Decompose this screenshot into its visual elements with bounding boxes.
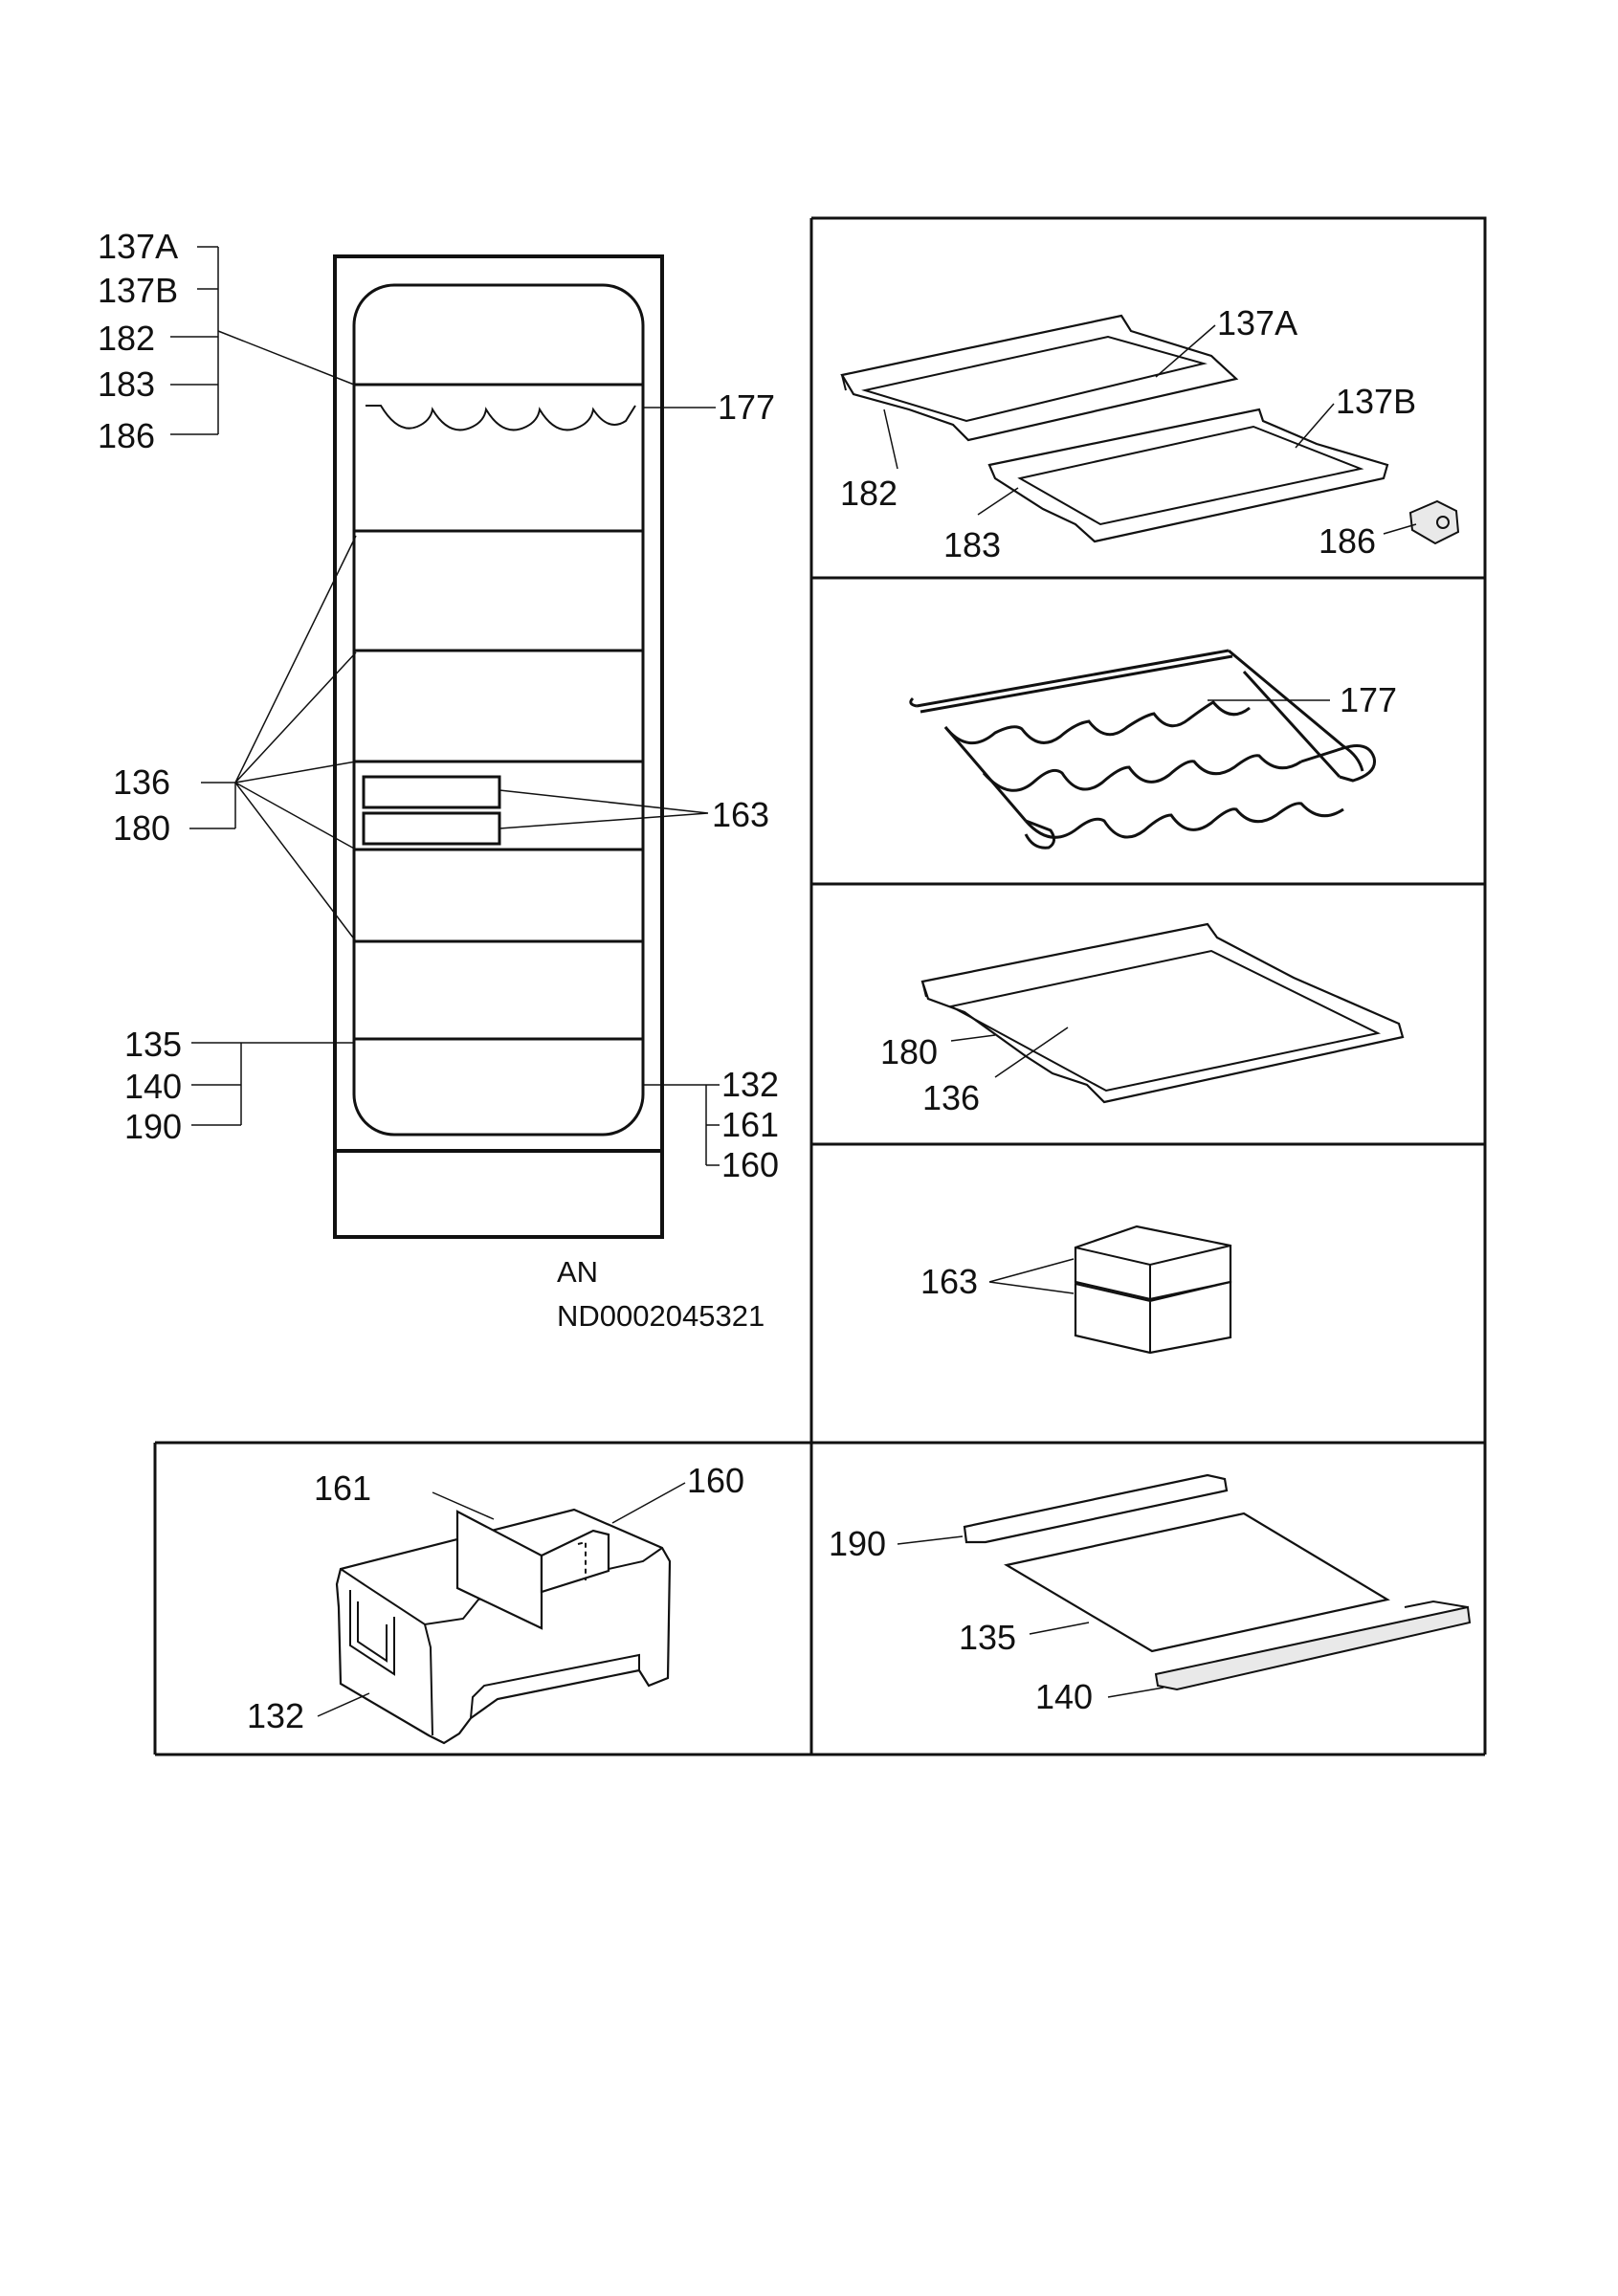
label-135: 135 <box>959 1618 1016 1657</box>
panel-glass-shelf: 180 136 <box>880 922 1405 1117</box>
label-161-overview: 161 <box>721 1105 779 1144</box>
document-code-an: AN <box>557 1255 598 1289</box>
label-177: 177 <box>1340 680 1397 719</box>
label-190: 190 <box>829 1524 886 1563</box>
divider-160 <box>540 1529 610 1594</box>
callout-136-180-overview: 136 180 <box>113 535 357 942</box>
label-132: 132 <box>247 1696 304 1735</box>
document-code-number: ND0002045321 <box>557 1299 765 1333</box>
label-183: 183 <box>943 525 1001 564</box>
label-163: 163 <box>920 1262 978 1301</box>
label-136-overview: 136 <box>113 762 170 802</box>
panel-crisper: 161 160 132 <box>247 1461 744 1745</box>
cabinet-inner-liner <box>352 283 645 1137</box>
label-180-overview: 180 <box>113 808 170 848</box>
panel-boxes: 163 <box>920 1225 1232 1355</box>
shelf-137a-drawing <box>840 314 1239 442</box>
divider-161 <box>455 1510 543 1630</box>
label-137b: 137B <box>1336 382 1416 421</box>
panel-frames <box>153 216 1487 1756</box>
label-190-overview: 190 <box>124 1107 182 1146</box>
strip-190-drawing <box>963 1473 1229 1544</box>
glass-shelf-drawing <box>920 922 1405 1104</box>
bracket-bottom-right: 132 161 160 <box>643 1065 779 1184</box>
panel-wine-rack: 177 <box>909 649 1397 850</box>
box-163-upper <box>1074 1225 1232 1301</box>
label-180: 180 <box>880 1032 938 1071</box>
bracket-bottom-left: 135 140 190 <box>124 1025 354 1146</box>
storage-box-upper <box>362 775 501 809</box>
label-186-overview: 186 <box>98 416 155 455</box>
label-163-overview: 163 <box>712 795 769 834</box>
label-137a: 137A <box>1217 303 1297 342</box>
grid-140-drawing <box>1154 1605 1472 1691</box>
glass-plate-135-drawing <box>1004 1512 1390 1653</box>
label-182: 182 <box>840 474 898 513</box>
label-182-overview: 182 <box>98 319 155 358</box>
cabinet-outline <box>333 254 664 1239</box>
label-161: 161 <box>314 1468 371 1508</box>
label-186: 186 <box>1319 521 1376 561</box>
label-140-overview: 140 <box>124 1067 182 1106</box>
label-140: 140 <box>1035 1677 1093 1716</box>
callout-163-overview: 163 <box>499 789 769 834</box>
part-186-drawing <box>1408 499 1460 545</box>
wine-rack-drawing <box>916 649 1230 708</box>
label-160-overview: 160 <box>721 1145 779 1184</box>
label-136: 136 <box>922 1078 980 1117</box>
label-135-overview: 135 <box>124 1025 182 1064</box>
label-183-overview: 183 <box>98 364 155 404</box>
storage-box-lower <box>362 811 501 846</box>
refrigerator-overview: 137A 137B 182 183 186 177 136 180 163 13 <box>98 227 779 1333</box>
label-160: 160 <box>687 1461 744 1500</box>
label-137a-overview: 137A <box>98 227 178 266</box>
label-177-overview: 177 <box>718 387 775 427</box>
label-137b-overview: 137B <box>98 271 178 310</box>
panel-shelves: 137A 137B 182 183 186 <box>840 303 1460 564</box>
shelf-137b-drawing <box>987 408 1389 543</box>
panel-bottom-shelf: 190 135 140 <box>829 1473 1472 1716</box>
wine-rack-outline <box>366 405 636 431</box>
bracket-top-left: 137A 137B 182 183 186 <box>98 227 355 455</box>
label-132-overview: 132 <box>721 1065 779 1104</box>
callout-177-overview: 177 <box>643 387 775 427</box>
